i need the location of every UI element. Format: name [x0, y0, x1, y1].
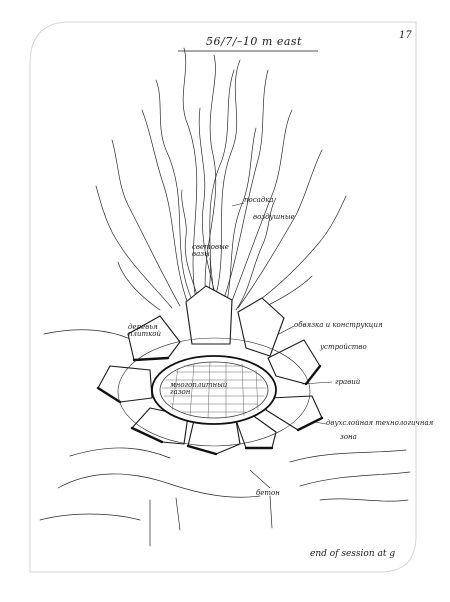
label-ustroistvo: устройство: [320, 343, 367, 351]
rising-strands: [95, 47, 347, 313]
label-svetovye: световые вазы: [192, 244, 229, 258]
label-derevya-line1: деревья: [128, 323, 158, 331]
label-dvusloinaya: двухслойная технологичная: [326, 419, 434, 427]
petal-shadow-edges: [96, 356, 324, 456]
label-posadka: посадка: [244, 196, 274, 204]
paper-outline: [29, 21, 417, 573]
label-gravii: гравий: [335, 378, 361, 386]
label-vozdushnoe: воздушные: [253, 213, 295, 221]
label-end-of-session: end of session at g: [310, 549, 396, 559]
label-derevya: деревья плиткой: [128, 324, 161, 338]
page-title: 56/7/–10 m east: [206, 35, 302, 48]
label-ploshchadka: многоплитный газон: [170, 382, 227, 396]
label-zona: зона: [340, 433, 357, 441]
central-circle-outer: [151, 355, 277, 425]
ground-lines: [39, 329, 411, 547]
label-derevya-line2: плиткой: [128, 330, 162, 338]
ground-ring: [117, 337, 311, 447]
label-svetovye-line2: вазы: [192, 250, 210, 258]
central-circle-inner: [159, 361, 269, 419]
page-number: 17: [399, 30, 412, 41]
label-ploshchadka-line2: газон: [170, 388, 191, 396]
label-svetovye-line1: световые: [192, 243, 229, 251]
label-ploshchadka-line1: многоплитный: [170, 381, 228, 389]
label-beton: бетон: [256, 489, 280, 497]
label-obvyazka: обвязка и конструкция: [294, 321, 383, 329]
circle-hatching: [162, 361, 266, 419]
